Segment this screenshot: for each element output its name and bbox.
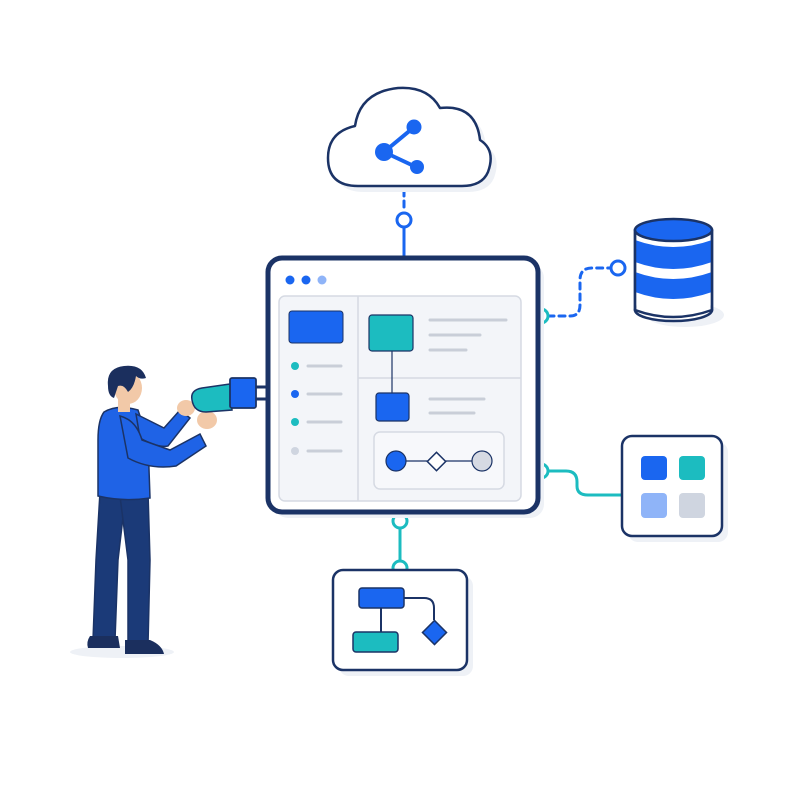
database-icon (633, 217, 724, 327)
person-figure (70, 365, 217, 658)
database-connector (546, 266, 612, 318)
sidebar-header-block (288, 310, 344, 344)
flow-box-bottom (352, 631, 399, 653)
app-tile (679, 456, 705, 480)
window-controls (285, 275, 327, 285)
app-tile (679, 493, 705, 518)
flow-box-top (358, 587, 405, 609)
plug-connector-icon (190, 377, 268, 413)
content-block-teal (368, 314, 414, 352)
cloud-connector-node (395, 211, 413, 229)
central-app-window (265, 255, 544, 518)
flowchart-icon (331, 568, 473, 676)
share-icon (375, 119, 424, 174)
window-main-content (368, 314, 508, 490)
database-connector-node (609, 259, 627, 277)
apps-grid-icon (620, 434, 728, 542)
apps-connector (546, 469, 624, 497)
app-tile (641, 493, 667, 518)
window-sidebar (288, 310, 344, 455)
cloud-share-icon (326, 86, 497, 192)
content-block-blue (375, 392, 410, 422)
flow-diamond (421, 619, 448, 646)
app-tile (641, 456, 667, 480)
